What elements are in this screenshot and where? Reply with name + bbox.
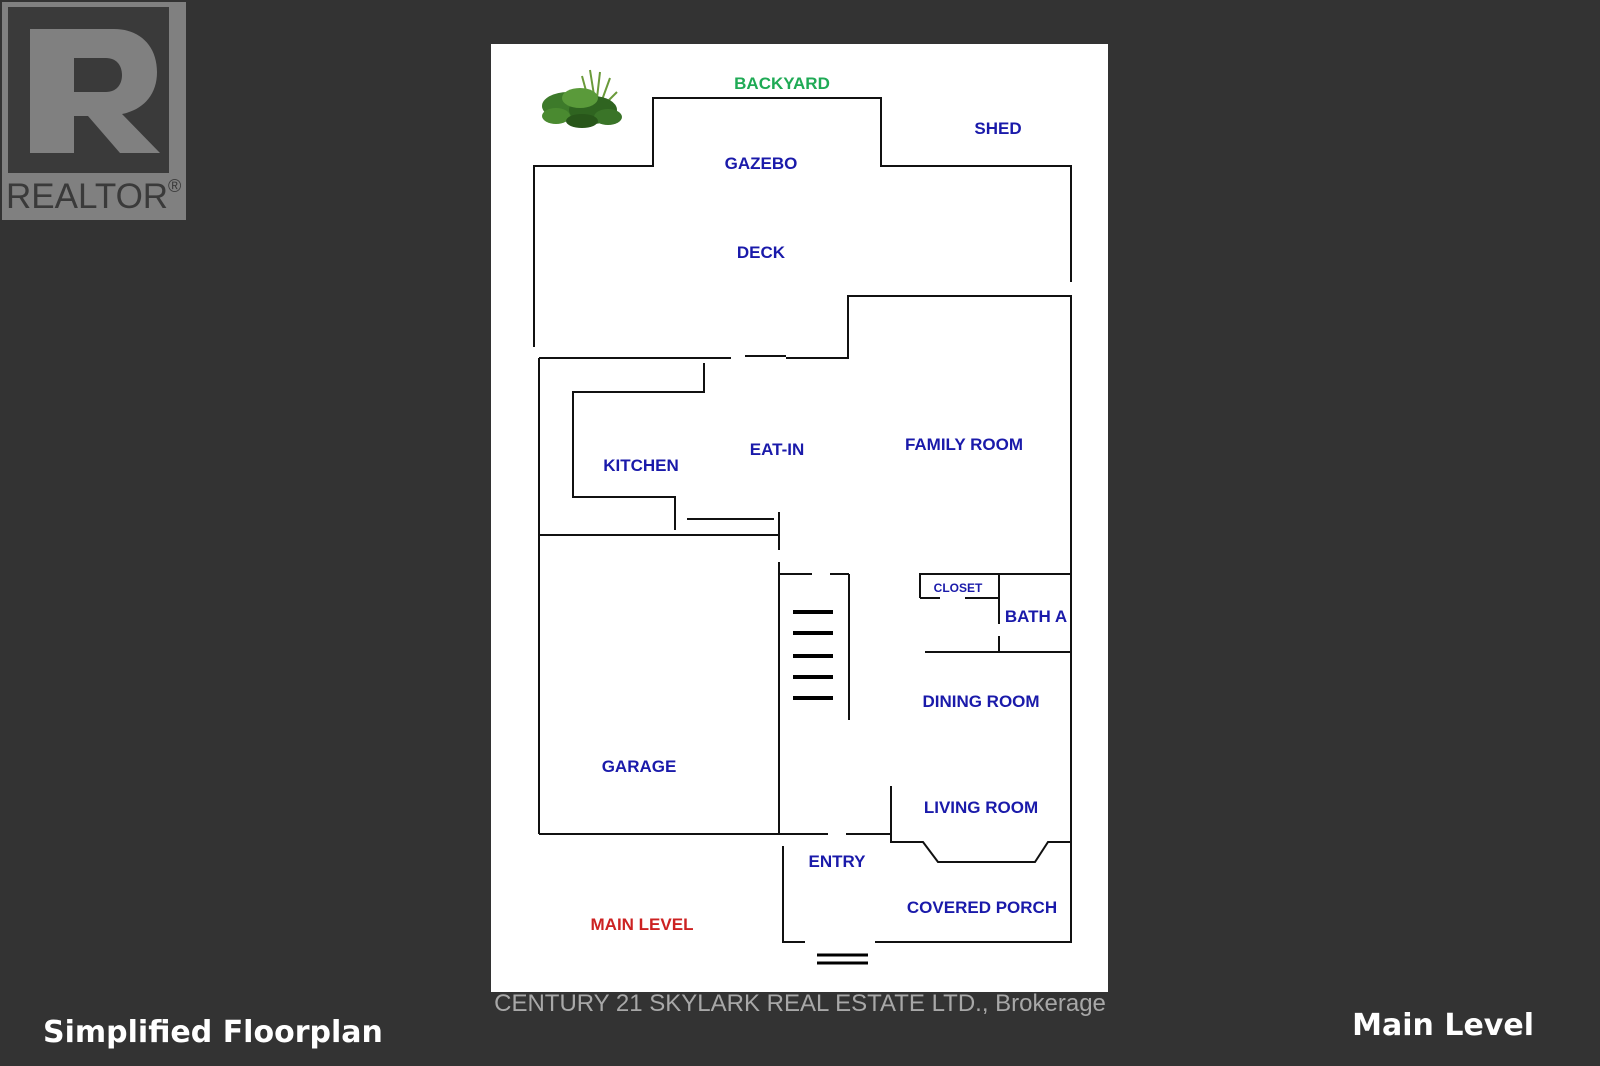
floorplan-paper <box>491 44 1108 992</box>
caption-main-level: Main Level <box>1352 1008 1534 1043</box>
stairs <box>793 610 833 700</box>
label-eat-in: EAT-IN <box>750 440 804 459</box>
label-bath-a: BATH A <box>1005 607 1067 626</box>
label-family-room: FAMILY ROOM <box>905 435 1023 454</box>
realtor-logo: REALTOR ® <box>2 2 186 220</box>
label-entry: ENTRY <box>809 852 867 871</box>
label-garage: GARAGE <box>602 757 677 776</box>
label-gazebo: GAZEBO <box>725 154 798 173</box>
label-covered-porch: COVERED PORCH <box>907 898 1057 917</box>
label-living-room: LIVING ROOM <box>924 798 1038 817</box>
label-shed: SHED <box>974 119 1021 138</box>
label-closet: CLOSET <box>934 581 983 595</box>
caption-simplified-floorplan: Simplified Floorplan <box>43 1015 383 1050</box>
registered-mark: ® <box>168 176 181 196</box>
brokerage-watermark: CENTURY 21 SKYLARK REAL ESTATE LTD., Bro… <box>494 990 1106 1017</box>
label-dining-room: DINING ROOM <box>922 692 1039 711</box>
shrub-icon <box>542 69 622 128</box>
realtor-logo-text: REALTOR <box>6 177 168 216</box>
walls <box>533 97 1072 943</box>
room-labels: BACKYARD SHED GAZEBO DECK KITCHEN EAT-IN… <box>591 74 1068 934</box>
label-main-level: MAIN LEVEL <box>591 915 694 934</box>
label-kitchen: KITCHEN <box>603 456 679 475</box>
label-backyard: BACKYARD <box>734 74 830 93</box>
front-steps <box>817 953 868 965</box>
label-deck: DECK <box>737 243 786 262</box>
